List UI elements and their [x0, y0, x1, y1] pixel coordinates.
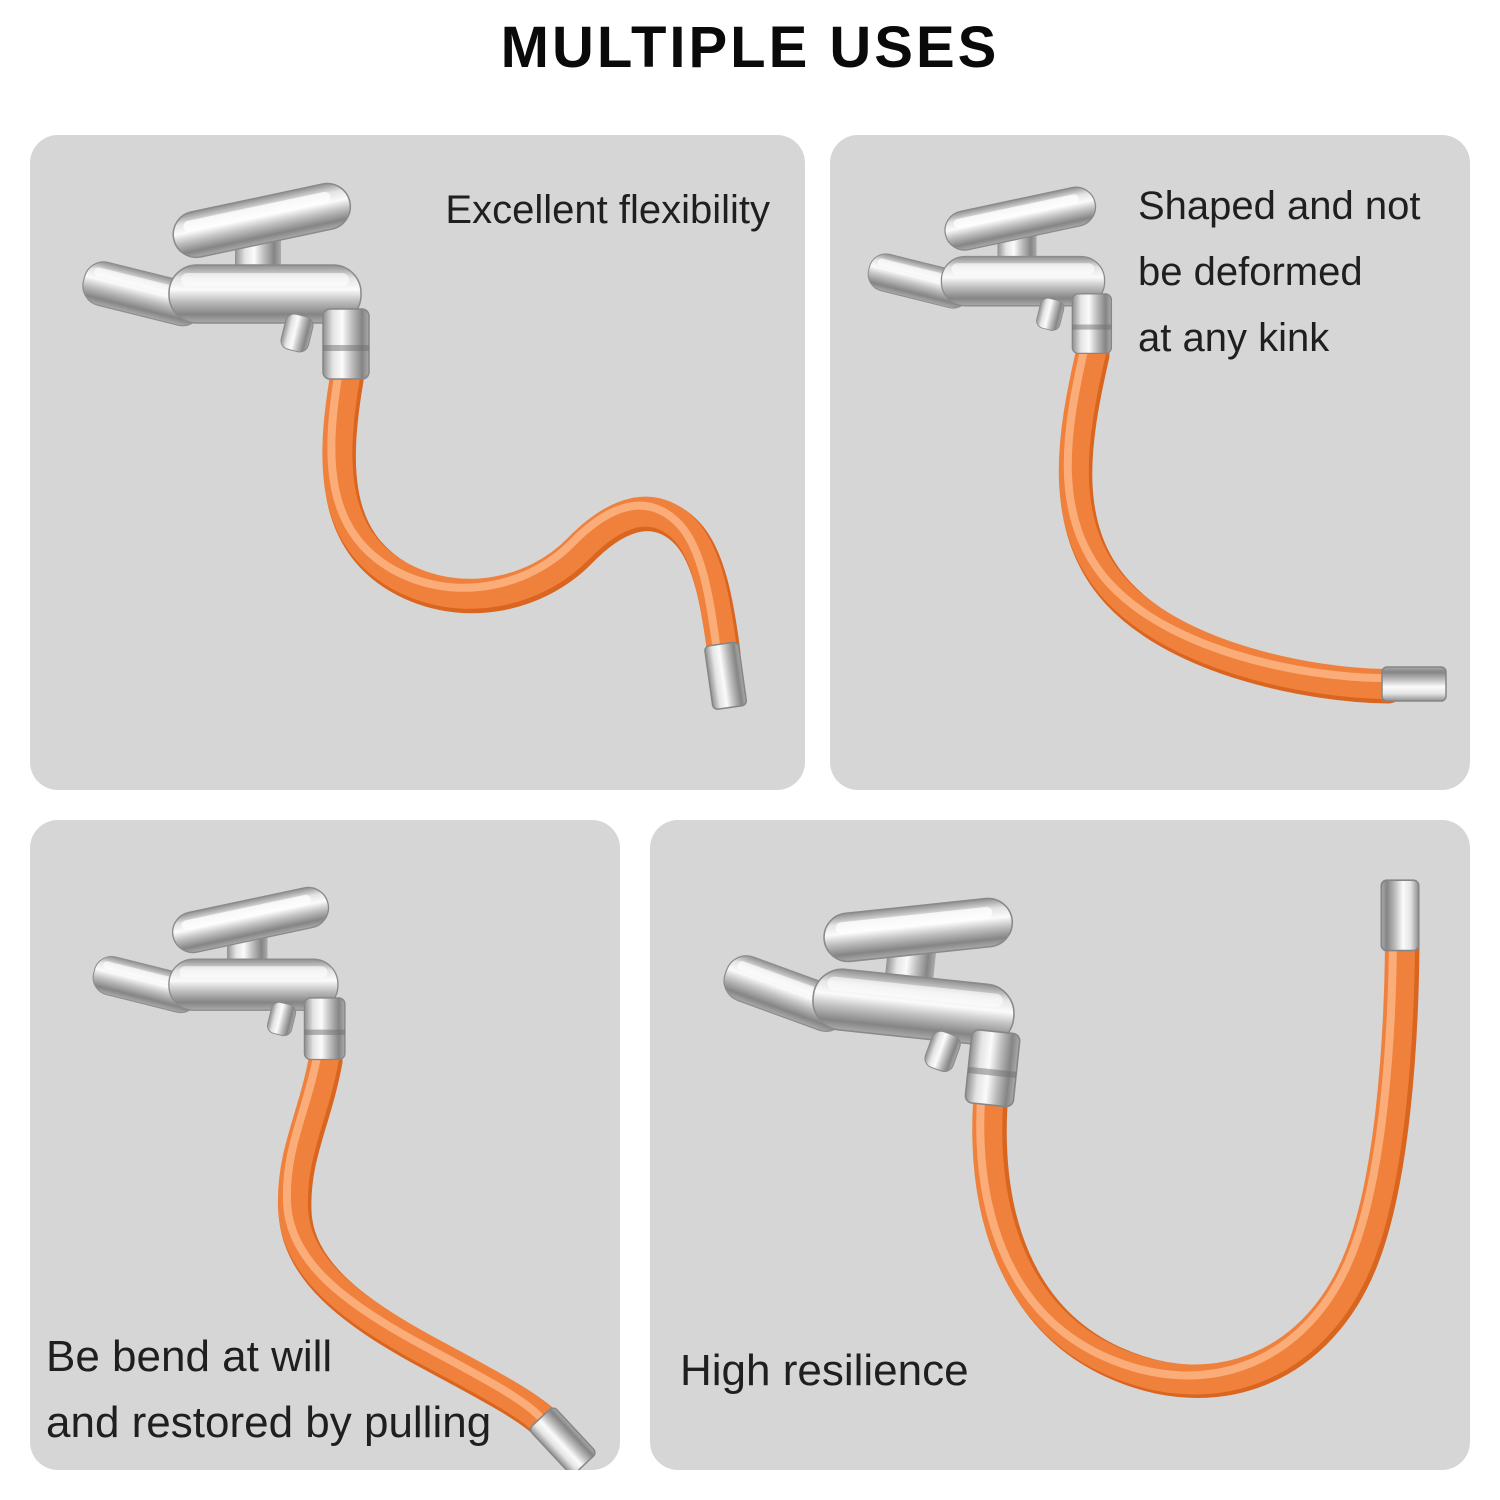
hose-curve — [1074, 352, 1386, 684]
faucet-icon — [88, 883, 346, 1061]
faucet-icon — [708, 866, 1036, 1109]
caption-line: Be bend at will — [46, 1332, 333, 1381]
hose-shadow — [1076, 355, 1388, 687]
caption-bend-at-will: Be bend at will and restored by pulling — [46, 1324, 491, 1456]
caption-line: and restored by pulling — [46, 1398, 492, 1447]
hose-end-connector-icon — [703, 640, 748, 711]
panel-shaped-not-deformed: Shaped and not be deformed at any kink — [830, 135, 1470, 790]
panel-bend-at-will: Be bend at will and restored by pulling — [30, 820, 620, 1470]
caption-shaped-not-deformed: Shaped and not be deformed at any kink — [1138, 173, 1420, 371]
faucet-icon — [77, 178, 370, 380]
hose-end-connector-icon — [1381, 666, 1447, 702]
caption-high-resilience: High resilience — [680, 1346, 969, 1396]
caption-line: Shaped and not — [1138, 184, 1421, 228]
panel-high-resilience: High resilience — [650, 820, 1470, 1470]
caption-line: at any kink — [1138, 316, 1330, 360]
panel-excellent-flexibility: Excellent flexibility — [30, 135, 805, 790]
faucet-icon — [863, 182, 1113, 355]
caption-line: be deformed — [1138, 250, 1363, 294]
caption-excellent-flexibility: Excellent flexibility — [445, 188, 770, 232]
hose-end-connector-icon — [1380, 879, 1420, 952]
hose-highlight — [1068, 346, 1380, 678]
page-title: MULTIPLE USES — [500, 15, 1000, 80]
